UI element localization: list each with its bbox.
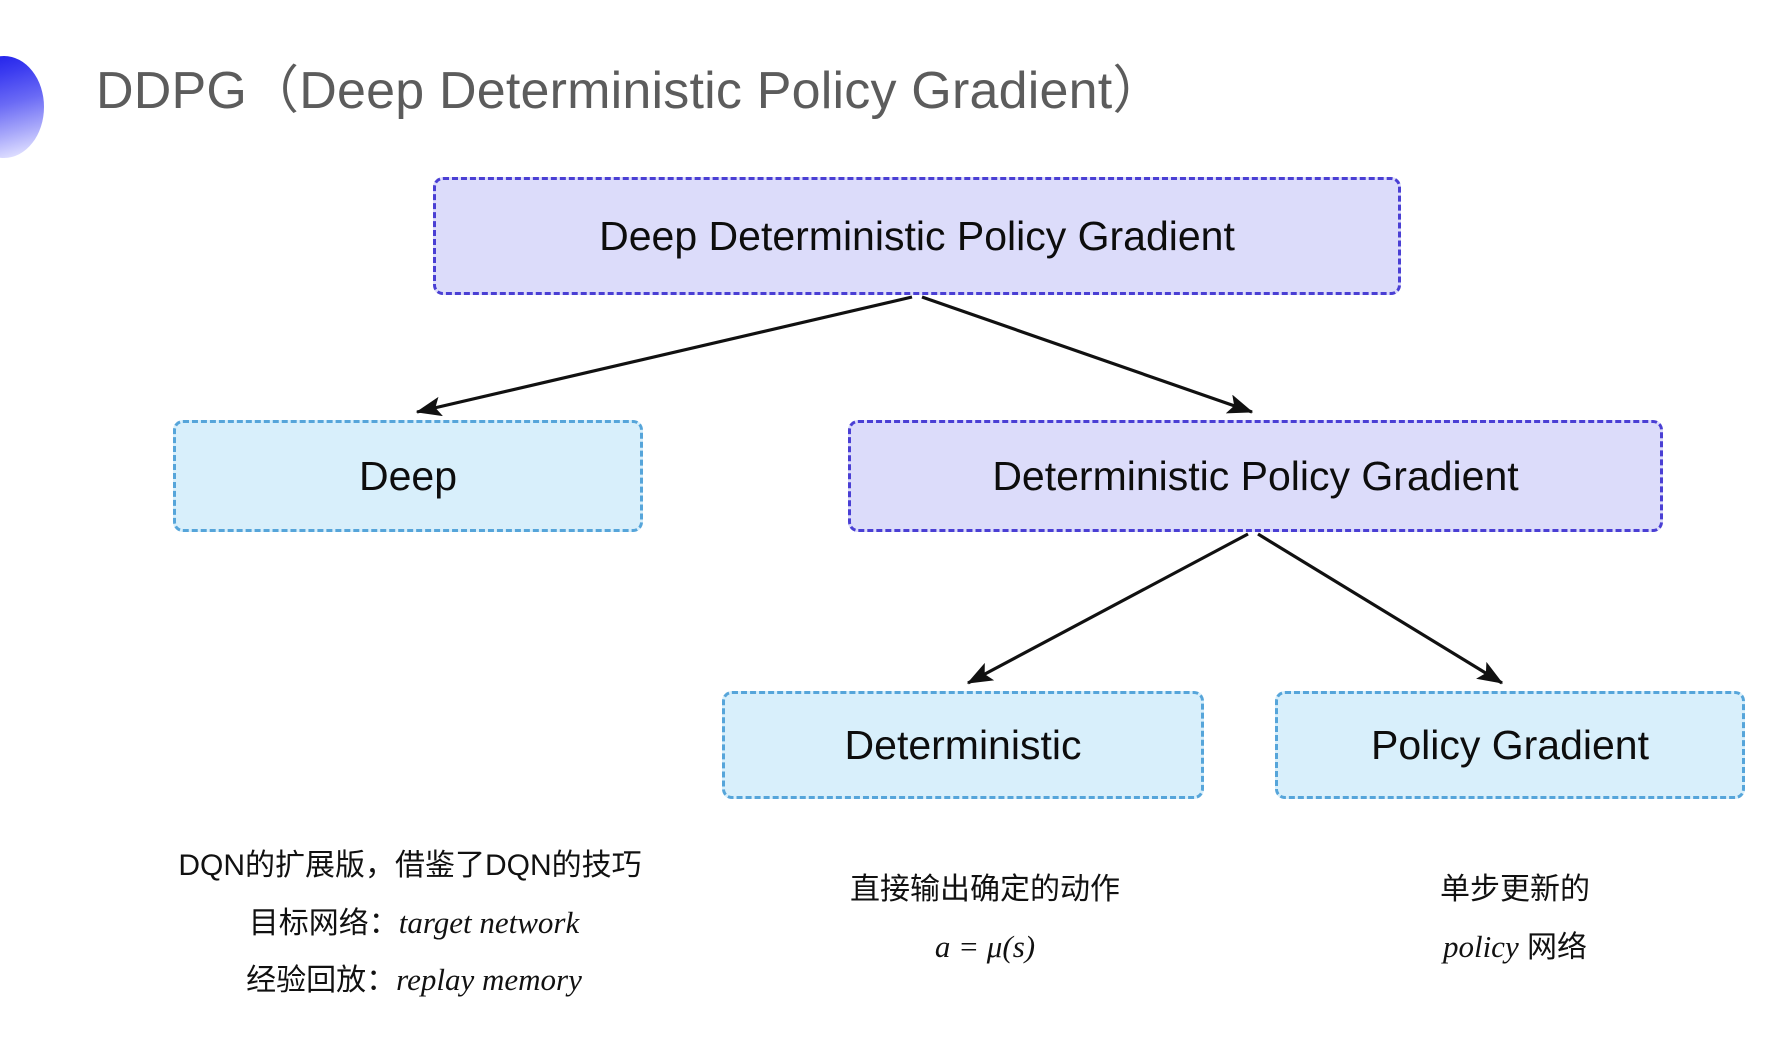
annotation-deep-line3-term: replay memory xyxy=(396,962,582,997)
annotation-deterministic-formula: a = μ(s) xyxy=(934,928,1036,964)
annotation-policy-line2-term: policy xyxy=(1442,928,1519,964)
annotation-deep-line3: 经验回放：replay memory xyxy=(150,951,670,1009)
annotation-policy-line2: policy 网络 xyxy=(1350,918,1680,976)
annotation-policy-line2-suffix: 网络 xyxy=(1518,930,1588,964)
annotation-deep-line2-term: target network xyxy=(398,904,580,940)
edge-root-to-deep xyxy=(415,295,913,417)
annotation-deep-line1: DQN的扩展版，借鉴了DQN的技巧 xyxy=(178,849,642,882)
node-deterministic[interactable]: Deterministic xyxy=(722,691,1204,799)
annotation-deterministic-line1: 直接输出确定的动作 xyxy=(850,873,1120,906)
node-policy-gradient[interactable]: Policy Gradient xyxy=(1275,691,1745,799)
node-root[interactable]: Deep Deterministic Policy Gradient xyxy=(433,177,1401,295)
annotation-deep-line3-label: 经验回放： xyxy=(246,964,397,997)
edge-dpg-to-deterministic xyxy=(966,532,1249,685)
annotation-policy-gradient: 单步更新的 policy 网络 xyxy=(1350,862,1680,975)
node-deep[interactable]: Deep xyxy=(173,420,643,532)
annotation-deep-line2-label: 目标网络： xyxy=(248,906,399,940)
annotation-deterministic: 直接输出确定的动作 a = μ(s) xyxy=(790,862,1180,975)
edge-dpg-to-policy-gradient xyxy=(1257,532,1504,685)
page-title: DDPG（Deep Deterministic Policy Gradient） xyxy=(96,62,1165,120)
edge-root-to-dpg xyxy=(921,295,1254,414)
annotation-deep-line2: 目标网络：target network xyxy=(150,894,670,952)
node-deterministic-policy-gradient[interactable]: Deterministic Policy Gradient xyxy=(848,420,1663,532)
gradient-circle-icon xyxy=(0,56,44,158)
annotation-policy-line1: 单步更新的 xyxy=(1440,873,1590,906)
annotation-deep: DQN的扩展版，借鉴了DQN的技巧 目标网络：target network 经验… xyxy=(150,838,670,1009)
